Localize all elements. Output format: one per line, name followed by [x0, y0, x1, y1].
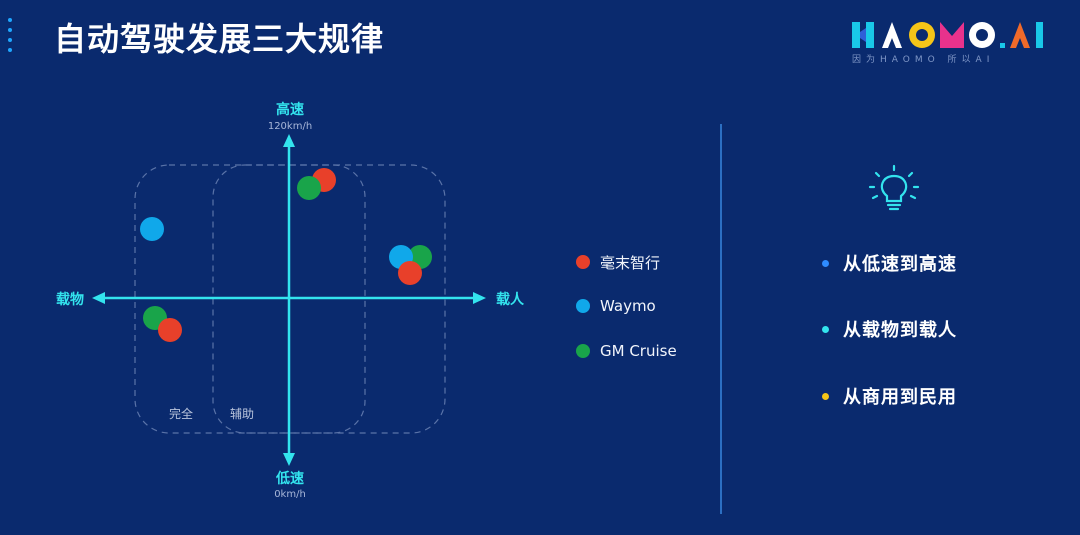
arrow-right-icon — [473, 292, 486, 304]
axis-sub-low-speed: 0km/h — [274, 489, 306, 500]
law-text: 从商用到民用 — [843, 387, 957, 408]
marker-haomo-high-passenger-full — [398, 261, 422, 285]
law-item-commercial-to-civil: 从商用到民用 — [822, 383, 957, 409]
bullet-dot — [822, 259, 829, 267]
law-item-cargo-to-passenger: 从载物到载人 — [822, 316, 957, 342]
axis-label-passenger: 载人 — [496, 291, 525, 308]
axis-sub-high-speed: 120km/h — [268, 121, 312, 132]
axis-label-low-speed: 低速 — [275, 470, 304, 487]
bullet-dot — [822, 392, 829, 400]
axis-label-high-speed: 高速 — [276, 101, 304, 118]
zone-label-full: 完全 — [169, 406, 193, 421]
arrow-down-icon — [283, 453, 295, 466]
law-text: 从低速到高速 — [843, 254, 957, 275]
bullet-dot — [822, 325, 829, 333]
lightbulb-icon — [868, 164, 920, 211]
legend-dot — [576, 299, 590, 313]
speed-payload-diagram: 高速 120km/h 低速 0km/h 载物 载人 完全 辅助 — [56, 101, 525, 500]
title-decoration-dots — [8, 18, 16, 58]
law-item-low-to-high-speed: 从低速到高速 — [822, 250, 957, 276]
arrow-up-icon — [283, 134, 295, 147]
arrow-left-icon — [92, 292, 105, 304]
page-title: 自动驾驶发展三大规律 — [54, 20, 385, 58]
marker-haomo-low-cargo-full — [158, 318, 182, 342]
zone-label-assist: 辅助 — [230, 407, 254, 421]
legend-dot — [576, 344, 590, 358]
legend-label: 毫末智行 — [600, 253, 661, 272]
legend-label: Waymo — [600, 297, 656, 315]
haomo-logo — [852, 22, 1043, 48]
logo-subtitle: 因为HAOMO 所以AI — [852, 55, 995, 65]
marker-waymo-high-cargo-full — [140, 217, 164, 241]
legend-item-gm-cruise: GM Cruise — [576, 339, 677, 363]
legend-item-waymo: Waymo — [576, 294, 656, 318]
law-text: 从载物到载人 — [843, 320, 957, 341]
legend-dot — [576, 255, 590, 269]
vertical-divider — [720, 124, 722, 514]
axis-label-cargo: 载物 — [56, 291, 84, 308]
marker-cruise-high-passenger-assist — [297, 176, 321, 200]
legend-item-haomo: 毫末智行 — [576, 250, 660, 274]
legend-label: GM Cruise — [600, 342, 677, 360]
